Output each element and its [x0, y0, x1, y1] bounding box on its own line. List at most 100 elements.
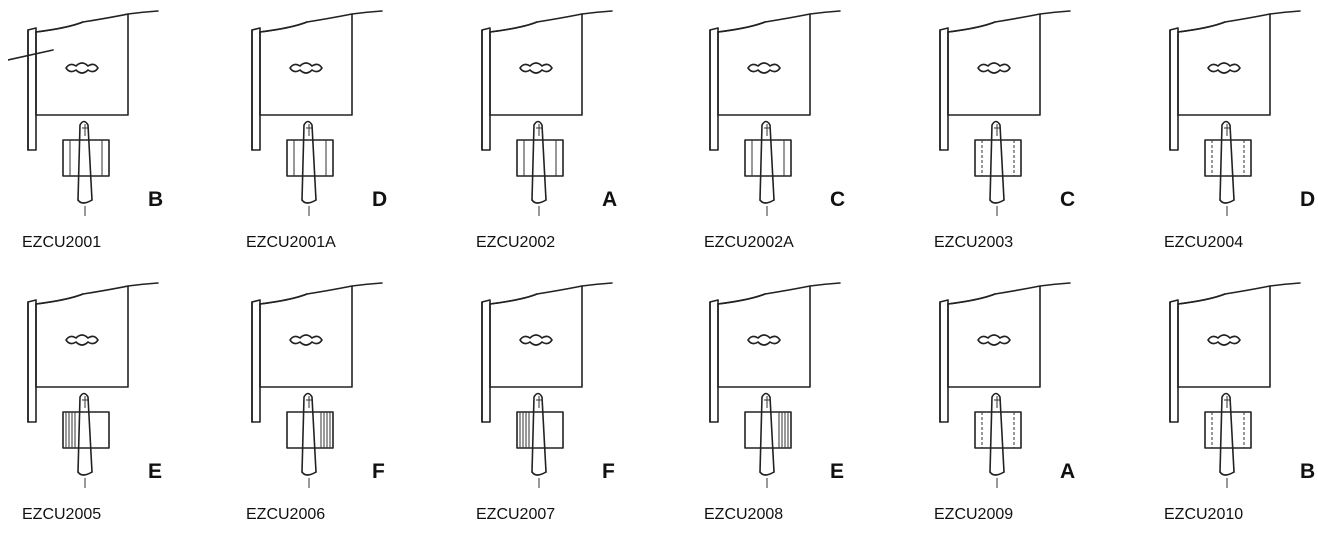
insert-rect [744, 139, 792, 177]
product-code: EZCU2004 [1164, 234, 1244, 251]
plate-outline [717, 285, 811, 388]
blade-shaft [77, 120, 93, 201]
key-drawing [1169, 282, 1301, 488]
plate-outline [259, 285, 353, 388]
blade-end [301, 199, 317, 204]
plate-top-edge [709, 282, 841, 423]
blade-tip-mark [1224, 124, 1230, 136]
type-letter: F [602, 460, 615, 483]
plate-outline [1177, 285, 1271, 388]
blade-end [989, 471, 1005, 476]
key-bar [709, 299, 719, 423]
insert-block [62, 411, 110, 449]
blade-shaft [77, 392, 93, 473]
stray-mark [8, 49, 54, 61]
plate-edge [489, 21, 538, 33]
plate-edge [717, 293, 766, 305]
blade-tip-mark [1224, 396, 1230, 408]
blade-tip-mark [306, 396, 312, 408]
keyhole-icon [747, 334, 781, 346]
type-letter: B [148, 188, 164, 211]
plate-top-edge [251, 282, 383, 423]
insert-rect [516, 411, 564, 449]
keyhole-icon [747, 62, 781, 74]
keyhole-icon [289, 334, 323, 346]
keyhole-icon [65, 334, 99, 346]
plate-top-edge [1169, 10, 1301, 151]
blade-end [77, 471, 93, 476]
plate-outline [489, 285, 583, 388]
plate-top-edge [27, 10, 159, 151]
insert-rect [974, 139, 1022, 177]
insert-rect [286, 139, 334, 177]
blade-tip-mark [764, 396, 770, 408]
product-code: EZCU2003 [934, 234, 1014, 251]
insert-block [516, 139, 564, 177]
insert-block [1204, 411, 1252, 449]
plate-edge [259, 293, 308, 305]
plate-top-edge [939, 10, 1071, 151]
type-letter: D [372, 188, 388, 211]
key-drawing [709, 282, 841, 488]
insert-block [516, 411, 564, 449]
key-drawing [709, 10, 841, 216]
key-bar [939, 299, 949, 423]
blade-end [77, 199, 93, 204]
keyhole-icon [519, 62, 553, 74]
plate-outline [947, 285, 1041, 388]
key-bar [27, 27, 37, 151]
keyhole-icon [977, 62, 1011, 74]
blade-shaft [1219, 392, 1235, 473]
plate-outline [35, 285, 129, 388]
product-code: EZCU2002 [476, 234, 556, 251]
insert-rect [286, 411, 334, 449]
plate-outline [717, 13, 811, 116]
product-code: EZCU2010 [1164, 506, 1244, 523]
blade-shaft [989, 120, 1005, 201]
product-code: EZCU2008 [704, 506, 784, 523]
insert-block [286, 411, 334, 449]
plate-top-edge [709, 10, 841, 151]
insert-block [744, 411, 792, 449]
plate-edge [1177, 293, 1226, 305]
key-bar [481, 27, 491, 151]
plate-top-edge [481, 282, 613, 423]
key-drawing [481, 282, 613, 488]
plate-edge [35, 21, 84, 33]
plate-top-edge [939, 282, 1071, 423]
blade-tip-mark [536, 124, 542, 136]
blade-shaft [759, 120, 775, 201]
key-drawing [27, 282, 159, 488]
blade-shaft [301, 392, 317, 473]
insert-rect [1204, 139, 1252, 177]
blade-tip-mark [764, 124, 770, 136]
plate-edge [489, 293, 538, 305]
blade-shaft [301, 120, 317, 201]
blade-tip-mark [82, 396, 88, 408]
type-letter: B [1300, 460, 1316, 483]
product-code: EZCU2001A [246, 234, 336, 251]
plate-edge [259, 21, 308, 33]
plate-edge [1177, 21, 1226, 33]
blade-tip-mark [306, 124, 312, 136]
plate-outline [259, 13, 353, 116]
insert-rect [62, 411, 110, 449]
plate-top-edge [481, 10, 613, 151]
keyhole-icon [289, 62, 323, 74]
keyhole-icon [519, 334, 553, 346]
blade-shaft [531, 120, 547, 201]
key-drawing [251, 10, 383, 216]
insert-block [974, 411, 1022, 449]
key-drawing [1169, 10, 1301, 216]
type-letter: A [1060, 460, 1076, 483]
keyhole-icon [65, 62, 99, 74]
plate-edge [947, 293, 996, 305]
plate-top-edge [251, 10, 383, 151]
product-code: EZCU2002A [704, 234, 794, 251]
